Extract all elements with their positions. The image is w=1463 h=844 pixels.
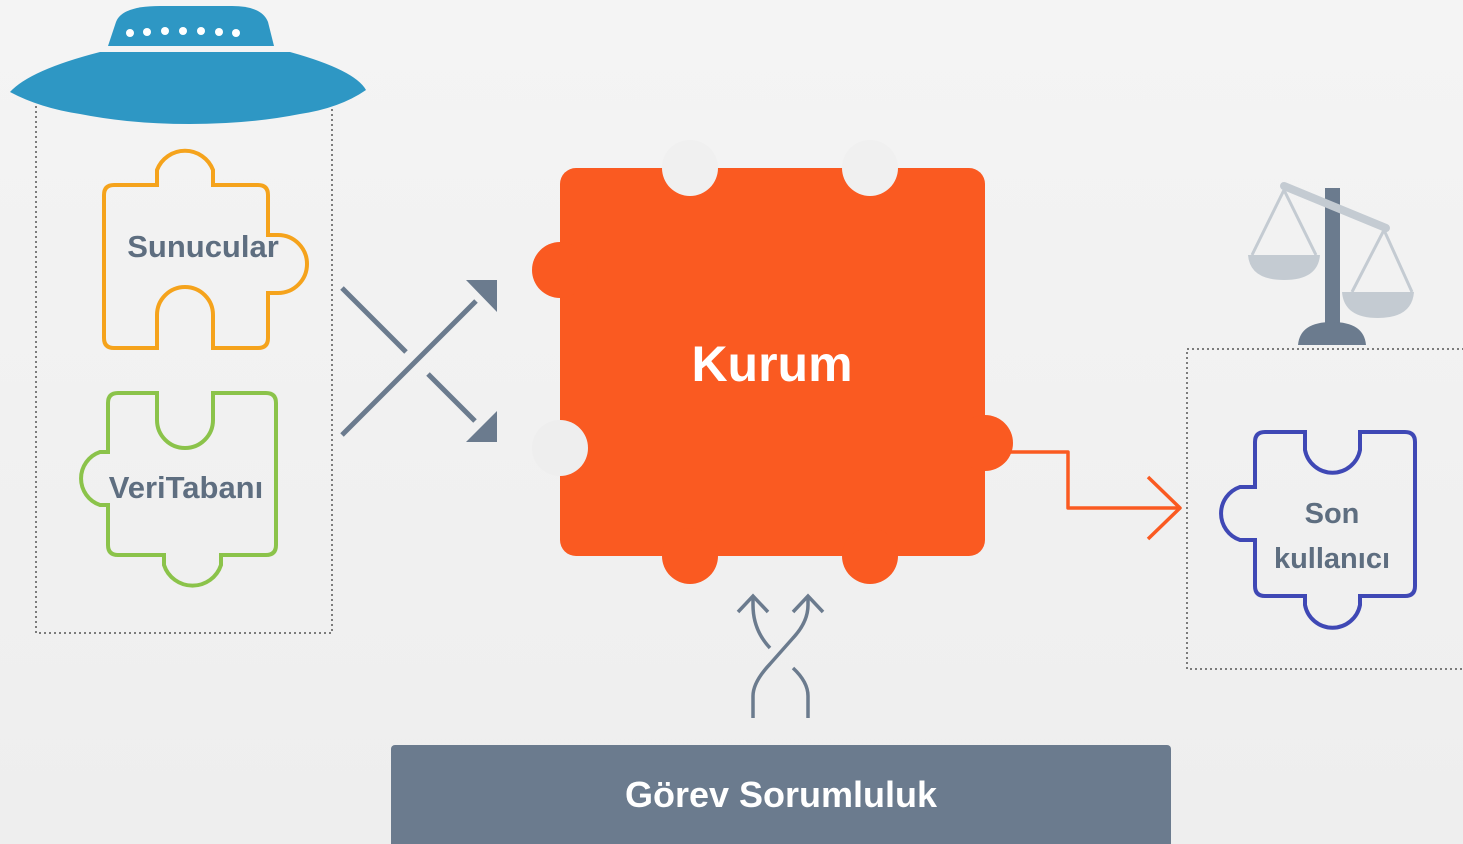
end-user-label-line2: kullanıcı bbox=[1274, 543, 1390, 575]
twisted-arrows-icon bbox=[736, 593, 825, 718]
ufo-icon bbox=[10, 6, 366, 124]
organization-label: Kurum bbox=[691, 336, 852, 392]
connector-arrow-icon bbox=[1010, 450, 1182, 541]
scales-icon bbox=[1248, 182, 1414, 345]
end-user-puzzle-piece bbox=[1219, 430, 1417, 630]
footer-label: Görev Sorumluluk bbox=[624, 773, 938, 815]
crossing-arrows-icon bbox=[340, 280, 497, 442]
database-label: VeriTabanı bbox=[109, 470, 264, 505]
left-group-box bbox=[35, 99, 333, 634]
right-group-box bbox=[1186, 348, 1463, 670]
footer-bar: Görev Sorumluluk bbox=[391, 745, 1171, 844]
organization-puzzle-piece bbox=[532, 140, 1013, 584]
database-puzzle-piece bbox=[79, 391, 278, 588]
servers-label: Sunucular bbox=[127, 229, 279, 264]
end-user-label-line1: Son bbox=[1305, 498, 1360, 530]
servers-puzzle-piece bbox=[102, 148, 309, 350]
